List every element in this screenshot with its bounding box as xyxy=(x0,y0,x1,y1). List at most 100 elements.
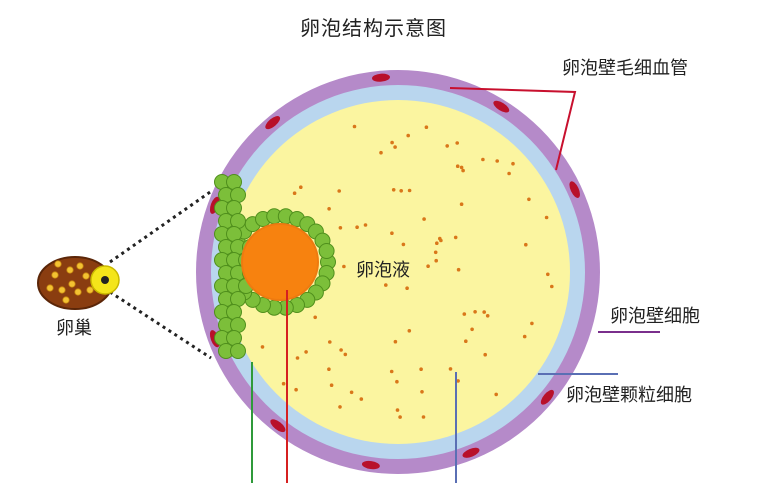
fluid-dot xyxy=(313,315,318,320)
granulosa-cell xyxy=(230,343,246,359)
fluid-dot xyxy=(393,145,397,149)
capillary-vessel xyxy=(270,419,286,433)
fluid-dot xyxy=(389,369,394,374)
fluid-dot xyxy=(294,387,298,392)
fluid-dot xyxy=(405,286,409,291)
granulosa-cell xyxy=(318,243,335,259)
fluid-dot xyxy=(355,225,359,229)
fluid-dot xyxy=(342,264,346,269)
fluid-dot xyxy=(349,390,354,395)
fluid-dot xyxy=(494,392,499,397)
fluid-dot xyxy=(421,415,426,419)
ovary-spot xyxy=(58,286,66,294)
fluid-dot xyxy=(482,310,487,314)
fluid-dot xyxy=(337,189,342,193)
fluid-dot xyxy=(407,329,412,333)
follicle-fluid xyxy=(226,100,570,444)
capillary-vessel xyxy=(361,460,380,470)
diagram-title: 卵泡结构示意图 xyxy=(300,16,447,40)
fluid-dot xyxy=(260,345,265,349)
fluid-dot xyxy=(295,356,300,360)
fluid-dot xyxy=(339,348,343,352)
ovary-spot xyxy=(76,262,84,270)
fluid-dot xyxy=(420,390,424,394)
fluid-dot xyxy=(343,352,348,357)
fluid-dot xyxy=(327,367,331,372)
fluid-dot xyxy=(546,272,550,277)
fluid-dot xyxy=(406,133,411,138)
fluid-dot xyxy=(550,284,554,289)
capillary-vessel xyxy=(372,73,390,82)
ovary-spot xyxy=(54,260,62,268)
fluid-dot xyxy=(453,235,458,240)
fluid-dot xyxy=(544,215,549,220)
fluid-dot xyxy=(401,242,406,247)
fluid-dot xyxy=(363,223,368,227)
leader-lines xyxy=(251,87,660,483)
capillary-vessel xyxy=(569,181,580,198)
fluid-dot xyxy=(398,415,402,419)
fluid-dot xyxy=(299,185,303,189)
fluid-dot xyxy=(455,141,460,145)
fluid-dot xyxy=(399,189,404,193)
ovary-spots xyxy=(46,260,94,304)
fluid-dot xyxy=(448,367,453,371)
fluid-dot xyxy=(395,379,399,384)
fluid-dot xyxy=(434,258,439,263)
fluid-dot xyxy=(524,242,528,247)
fluid-dot xyxy=(495,159,500,163)
fluid-dot xyxy=(424,125,429,129)
fluid-dot xyxy=(462,312,467,316)
fluid-dot xyxy=(338,405,342,409)
fluid-dot xyxy=(485,314,490,318)
capillary-leader xyxy=(449,87,577,171)
fluid-dot xyxy=(461,168,465,173)
fluid-dot xyxy=(384,283,388,287)
ovary-spot xyxy=(46,284,54,292)
fluid-dot xyxy=(419,367,423,372)
fluid-dot xyxy=(445,144,450,148)
fluid-dot xyxy=(338,226,343,230)
fluid-dot xyxy=(328,340,332,344)
fluid-dot xyxy=(359,397,364,401)
ovary-spot xyxy=(62,296,70,304)
fluid-dot xyxy=(329,383,334,388)
fluid-dot xyxy=(390,140,394,145)
fluid-dot xyxy=(530,321,534,326)
fluid-dot xyxy=(281,381,286,386)
fluid-dot xyxy=(527,197,531,202)
fluid-dot xyxy=(435,241,439,245)
capillary-vessel xyxy=(493,100,510,113)
label-capillary: 卵泡壁毛细血管 xyxy=(562,58,688,79)
ovary-spot xyxy=(51,271,59,279)
fluid-dot xyxy=(483,352,488,357)
fluid-dot xyxy=(391,188,396,192)
fluid-dot xyxy=(511,161,515,166)
fluid-dot xyxy=(456,267,461,272)
label-ovary: 卵巢 xyxy=(56,318,92,339)
ovary-spot xyxy=(68,280,76,288)
fluid-dot xyxy=(390,231,394,235)
ovary xyxy=(37,256,120,310)
label-theca-cell: 卵泡壁细胞 xyxy=(610,306,700,327)
fluid-dot xyxy=(438,236,442,241)
fluid-dot xyxy=(459,165,464,170)
fluid-dot xyxy=(327,207,331,211)
fluid-dot xyxy=(470,327,474,332)
fluid-dot xyxy=(433,250,438,255)
fluid-dot xyxy=(481,157,485,162)
fluid-dot xyxy=(407,188,412,193)
fluid-dots xyxy=(260,124,554,419)
ovary-spot xyxy=(66,266,74,274)
granulosa-cluster xyxy=(214,174,336,359)
ovary-spot xyxy=(74,288,82,296)
fluid-dot xyxy=(522,334,527,339)
fluid-dot xyxy=(393,339,398,344)
label-granulosa-cell: 卵泡壁颗粒细胞 xyxy=(566,385,692,406)
follicle xyxy=(196,70,600,474)
fluid-dot xyxy=(507,171,511,176)
capillary-vessel xyxy=(265,116,281,130)
zoom-line-bottom xyxy=(109,290,212,360)
